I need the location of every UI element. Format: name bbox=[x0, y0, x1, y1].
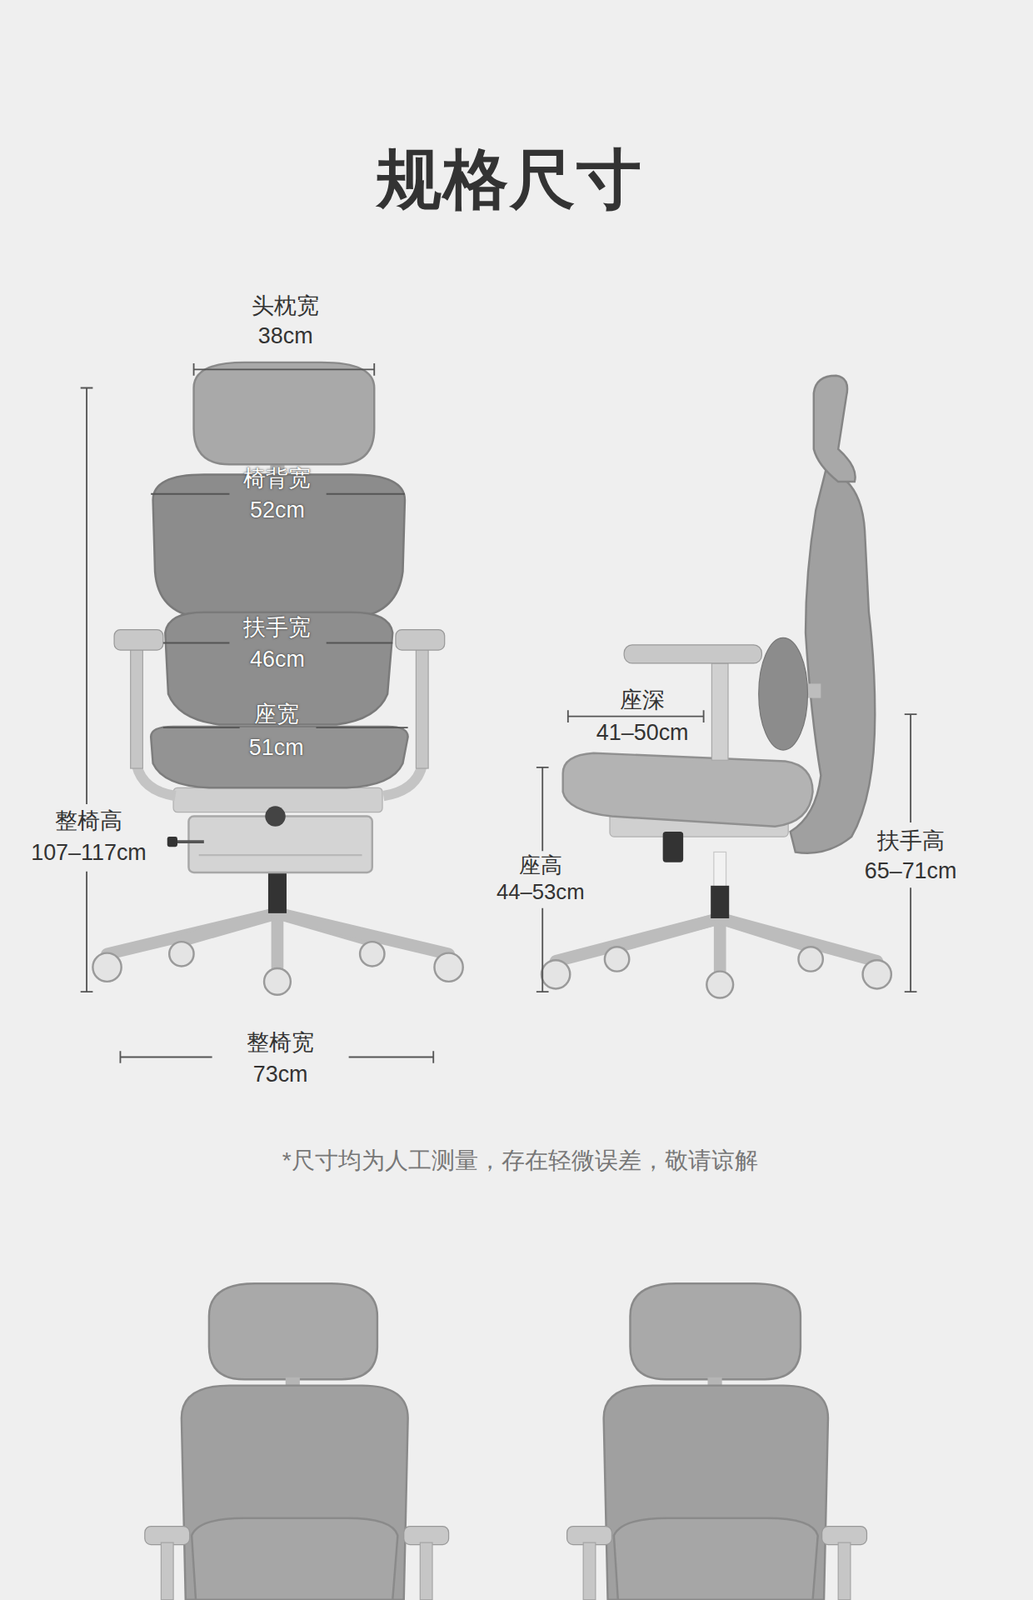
armrest bbox=[415, 640, 429, 769]
chair-base bbox=[713, 918, 727, 972]
armrest-pad bbox=[395, 629, 445, 650]
chair-base bbox=[271, 913, 285, 968]
dimension-value: 38cm bbox=[258, 322, 314, 349]
page-title: 规格尺寸 bbox=[376, 141, 644, 217]
preview-chair bbox=[144, 1526, 190, 1545]
preview-chair bbox=[613, 1517, 819, 1600]
wheel bbox=[863, 959, 892, 989]
wheel bbox=[434, 953, 463, 982]
preview-chair bbox=[404, 1526, 450, 1545]
chair-base bbox=[617, 918, 721, 947]
dimension-value: 44–53cm bbox=[496, 879, 585, 905]
preview-chair bbox=[838, 1542, 851, 1600]
preview-chair bbox=[160, 1542, 174, 1600]
dimension-name: 座深 bbox=[619, 686, 665, 713]
dimension-line bbox=[150, 493, 405, 495]
dimension-value: 52cm bbox=[249, 497, 305, 524]
wheel bbox=[541, 946, 892, 998]
wheel bbox=[604, 946, 629, 971]
chair-base bbox=[181, 913, 278, 941]
dimension-value: 65–71cm bbox=[864, 858, 958, 884]
wheel bbox=[706, 971, 734, 999]
backrest bbox=[153, 474, 405, 618]
dimension-value: 51cm bbox=[249, 734, 305, 761]
gas-cylinder bbox=[713, 851, 727, 889]
preview-chair bbox=[603, 1385, 829, 1600]
preview-chair bbox=[144, 1282, 450, 1599]
seat bbox=[563, 753, 814, 827]
dimension-line bbox=[80, 363, 918, 1063]
dimension-line bbox=[163, 642, 393, 644]
footrest bbox=[199, 853, 363, 856]
dimension-name: 椅背宽 bbox=[243, 465, 311, 492]
dimension-value: 41–50cm bbox=[596, 718, 689, 745]
headrest bbox=[194, 362, 375, 465]
wheel bbox=[169, 941, 194, 966]
preview-chair bbox=[419, 1542, 433, 1600]
knob bbox=[663, 831, 684, 863]
armrest-pad bbox=[114, 629, 164, 650]
preview-chair bbox=[567, 1526, 613, 1545]
dimension-name: 扶手高 bbox=[877, 827, 945, 854]
preview-chair bbox=[191, 1517, 398, 1600]
dimension-line bbox=[80, 387, 94, 992]
dimension-line bbox=[904, 713, 918, 992]
dimension-value: 107–117cm bbox=[30, 839, 147, 866]
armrest bbox=[130, 640, 144, 769]
dimension-name: 座宽 bbox=[254, 700, 300, 727]
chair-base bbox=[555, 918, 720, 961]
wheel bbox=[359, 941, 385, 966]
wheel bbox=[798, 946, 823, 971]
lever bbox=[167, 836, 178, 847]
preview-chair bbox=[822, 1526, 868, 1545]
preview-chair bbox=[567, 1282, 868, 1599]
wheel bbox=[264, 968, 291, 995]
dimension-line bbox=[194, 363, 375, 376]
wheel bbox=[92, 941, 463, 995]
preview-chair bbox=[209, 1282, 378, 1379]
gas-cylinder bbox=[268, 872, 287, 914]
wheel bbox=[92, 953, 121, 982]
wheel bbox=[541, 959, 570, 989]
mechanism bbox=[264, 805, 285, 826]
dimension-name: 扶手宽 bbox=[243, 613, 311, 640]
preview-chair bbox=[181, 1385, 409, 1600]
chair-base bbox=[107, 913, 450, 968]
headrest bbox=[813, 375, 856, 482]
dimension-value: 73cm bbox=[253, 1060, 309, 1087]
chair-base bbox=[555, 918, 878, 972]
lumbar-support bbox=[758, 637, 809, 750]
seat bbox=[150, 726, 408, 788]
preview-chair bbox=[629, 1282, 800, 1379]
dimension-name: 整椅宽 bbox=[246, 1029, 315, 1056]
side-chair bbox=[541, 375, 892, 999]
front-chair bbox=[92, 362, 463, 995]
armrest-pad bbox=[623, 644, 762, 664]
armrest bbox=[711, 663, 729, 760]
dimension-line bbox=[163, 726, 409, 729]
gas-cylinder bbox=[710, 885, 729, 919]
dimension-name: 头枕宽 bbox=[251, 293, 320, 320]
preview-chair bbox=[583, 1542, 596, 1600]
dimension-name: 座高 bbox=[518, 853, 563, 879]
measurement-note: *尺寸均为人工测量，存在轻微误差，敬请谅解 bbox=[282, 1147, 759, 1174]
dimension-value: 46cm bbox=[249, 645, 305, 672]
dimension-name: 整椅高 bbox=[54, 808, 123, 834]
dimension-line bbox=[536, 767, 549, 992]
lever bbox=[175, 839, 205, 844]
